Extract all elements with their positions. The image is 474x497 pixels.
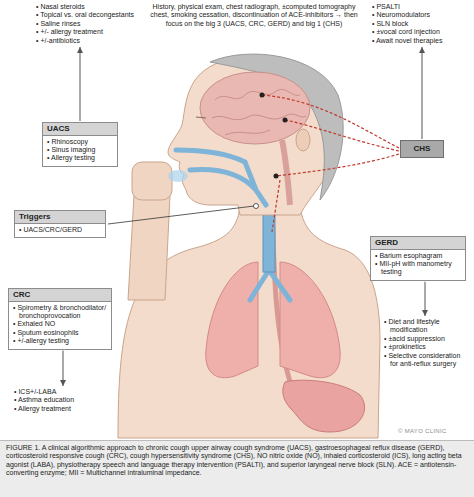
pathway-dot xyxy=(274,174,279,179)
ear xyxy=(296,129,310,151)
bullet-item: • MII-pH with manometry testing xyxy=(371,260,465,277)
bullet-item: • Barium esophagram xyxy=(371,252,465,260)
bullet-item: • Allergy testing xyxy=(43,154,117,162)
bullet-item: • Sinus imaging xyxy=(43,146,117,154)
arm xyxy=(128,195,170,300)
bronchi xyxy=(250,270,290,300)
bullet-item: • Selective consideration for anti-reflu… xyxy=(384,352,470,369)
pathway-dot xyxy=(260,93,265,98)
brainstem xyxy=(282,140,290,205)
box-heading: CHS xyxy=(401,144,443,154)
bullet-item: • Await novel therapies xyxy=(372,37,470,45)
treatment-list: • Diet and lifestyle modification• ±acid… xyxy=(384,318,470,368)
treatment-list: • PSALTI• Neuromodulators• SLN block• ±v… xyxy=(372,3,470,45)
workup-note: History, physical exam, chest radiograph… xyxy=(148,3,360,28)
bullet-item: • Saline rinses xyxy=(36,20,146,28)
bullet-item: • PSALTI xyxy=(372,3,470,11)
workup-box: CRC • Spirometry & bronchodilator/ bronch… xyxy=(8,288,112,350)
bullet-item: • ±vocal cord injection xyxy=(372,28,470,36)
bullet-item: • +/-allergy testing xyxy=(9,337,111,345)
bullet-item: • Nasal steroids xyxy=(36,3,146,11)
box-heading: UACS xyxy=(43,123,117,136)
cough-mist xyxy=(168,170,188,182)
figure-caption: FIGURE 1. A clinical algorithmic approac… xyxy=(0,440,474,497)
bullet-item: • Neuromodulators xyxy=(372,11,470,19)
bullet-item: • Asthma education xyxy=(14,396,114,404)
bullet-item: • Spirometry & bronchodilator/ bronchopr… xyxy=(9,304,111,321)
lung xyxy=(206,262,258,378)
flow-arrow xyxy=(425,282,426,316)
treatment-list: • Nasal steroids• Topical vs. oral decon… xyxy=(36,3,146,45)
fist xyxy=(132,162,172,200)
bullet-item: • +/-antibiotics xyxy=(36,37,146,45)
brain xyxy=(200,72,310,144)
watermark: © MAYO CLINIC xyxy=(398,428,470,435)
flow-arrow xyxy=(80,47,81,121)
eye xyxy=(196,117,206,118)
upper-airway xyxy=(176,150,266,205)
brain-folds xyxy=(212,89,306,135)
box-heading: Triggers xyxy=(15,211,105,224)
pathway-dot xyxy=(283,118,288,123)
stomach xyxy=(283,380,365,432)
box-heading: CRC xyxy=(9,289,111,302)
trigger-point xyxy=(254,204,259,209)
treatment-list: • ICS+/-LABA• Asthma education• Allergy … xyxy=(14,388,114,413)
bullet-item: • +/- allergy treatment xyxy=(36,28,146,36)
syndrome-box: CHS xyxy=(400,140,444,158)
workup-box: GERD • Barium esophagram• MII-pH with man… xyxy=(370,236,466,281)
box-heading: GERD xyxy=(371,237,465,250)
bullet-item: • Diet and lifestyle modification xyxy=(384,318,470,335)
lung xyxy=(280,262,340,378)
flow-arrow xyxy=(63,351,64,386)
bullet-item: • Topical vs. oral decongestants xyxy=(36,11,146,19)
bullet-item: • Allergy treatment xyxy=(14,405,114,413)
bullet-item: • Sputum eosinophils xyxy=(9,329,111,337)
workup-box: Triggers • UACS/CRC/GERD xyxy=(14,210,106,238)
trigger-leader xyxy=(108,206,254,224)
neural-pathway xyxy=(262,95,399,232)
bullet-item: • Exhaled NO xyxy=(9,320,111,328)
workup-box: UACS • Rhinoscopy• Sinus imaging• Allergy… xyxy=(42,122,118,167)
bullet-item: • ±acid suppression xyxy=(384,335,470,343)
bullet-item: • SLN block xyxy=(372,20,470,28)
bullet-item: • Rhinoscopy xyxy=(43,138,117,146)
bullet-item: • ICS+/-LABA xyxy=(14,388,114,396)
bullet-item: • UACS/CRC/GERD xyxy=(15,226,105,234)
flow-arrow xyxy=(422,47,423,139)
bullet-item: • ±prokinetics xyxy=(384,343,470,351)
